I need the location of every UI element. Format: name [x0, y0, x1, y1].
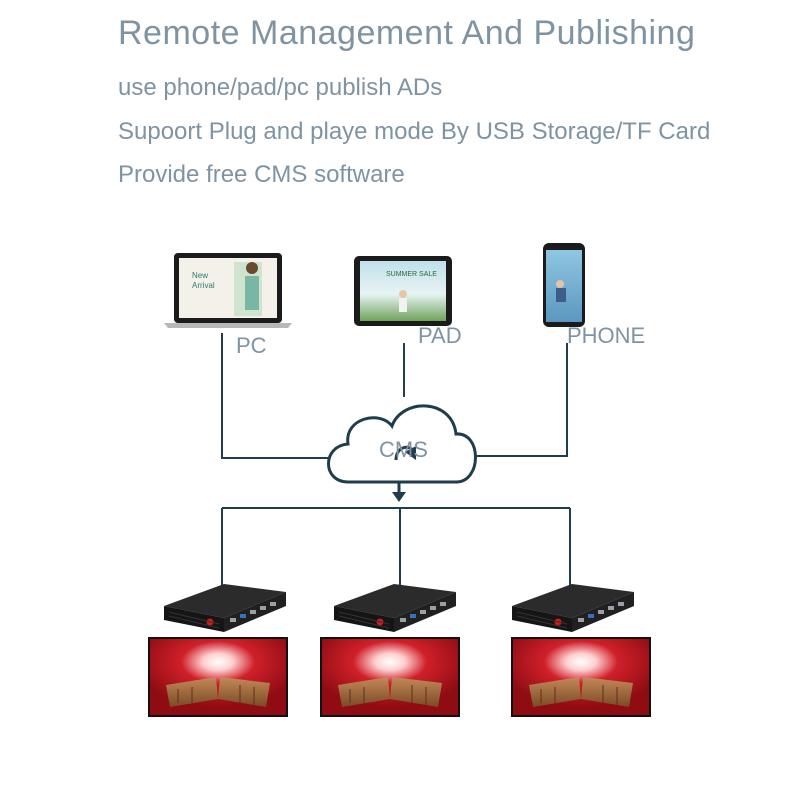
ad-screen-3 — [510, 636, 652, 718]
laptop-screen-text-2: Arrival — [192, 281, 215, 290]
tablet-icon: SUMMER SALE — [354, 256, 452, 326]
feature-plug-and-play: Supoort Plug and playe mode By USB Stora… — [118, 118, 711, 145]
phone-label: PHONE — [567, 323, 646, 348]
connection-lines — [221, 333, 571, 588]
cms-cloud-icon — [327, 404, 477, 502]
ad-screen-1 — [147, 636, 289, 718]
media-player-1 — [163, 583, 287, 633]
page-title: Remote Management And Publishing — [118, 14, 696, 52]
pc-connector — [221, 333, 330, 459]
ad-screen-2 — [319, 636, 461, 718]
media-player-2 — [333, 583, 457, 633]
laptop-icon: New Arrival — [164, 253, 292, 328]
phone-icon — [543, 243, 585, 327]
feature-publish: use phone/pad/pc publish ADs — [118, 74, 443, 101]
phone-connector — [470, 343, 568, 457]
pc-label: PC — [236, 333, 267, 358]
tablet-screen-text: SUMMER SALE — [386, 271, 437, 278]
cms-label: CMS — [379, 437, 428, 462]
feature-cms: Provide free CMS software — [118, 161, 405, 188]
pad-label: PAD — [418, 323, 462, 348]
media-player-3 — [511, 583, 635, 633]
laptop-screen-text-1: New — [192, 271, 208, 280]
